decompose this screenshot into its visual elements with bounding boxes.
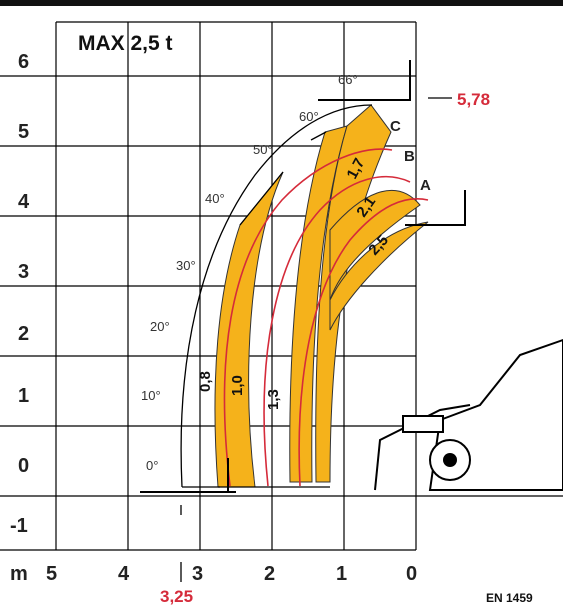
standard-label: EN 1459	[486, 591, 533, 605]
x-tick: 1	[336, 563, 347, 585]
y-tick: 2	[18, 323, 29, 345]
angle-labels: 66° 60° 50° 40° 30° 20° 10° 0°	[141, 72, 358, 473]
chart-title: MAX 2,5 t	[78, 32, 173, 55]
x-tick: 4	[118, 563, 130, 585]
zone-2-5	[329, 221, 429, 331]
y-tick: 6	[18, 51, 29, 73]
x-axis: m 5 4 3 2 1 0	[10, 563, 417, 585]
fork-high	[318, 60, 411, 101]
angle-label: 60°	[299, 109, 319, 124]
y-tick: 4	[18, 191, 30, 213]
top-border	[0, 0, 563, 6]
y-tick: 3	[18, 261, 29, 283]
max-reach-label: 3,25	[160, 587, 193, 606]
capacity-label: 0,8	[197, 371, 214, 392]
curve-label-a: A	[420, 177, 431, 194]
y-tick: -1	[10, 515, 28, 537]
y-axis: 6 5 4 3 2 1 0 -1	[10, 51, 30, 537]
fork-low	[140, 458, 236, 493]
angle-label: 66°	[338, 72, 358, 87]
y-tick: 5	[18, 121, 29, 143]
boom-base	[374, 404, 471, 491]
curve-labels: A B C	[390, 118, 431, 194]
angle-label: 40°	[205, 191, 225, 206]
capacity-label: 1,0	[229, 375, 246, 396]
y-tick: 1	[18, 385, 29, 407]
rated-curves	[223, 148, 429, 487]
x-tick: 5	[46, 563, 57, 585]
capacity-zones	[214, 104, 429, 488]
y-tick: 0	[18, 455, 29, 477]
angle-label: 0°	[146, 458, 158, 473]
telehandler-icon	[402, 338, 563, 491]
zone-1-3	[289, 125, 348, 483]
markers	[180, 97, 452, 582]
x-axis-unit: m	[10, 563, 28, 585]
x-tick: 2	[264, 563, 275, 585]
angle-label: 10°	[141, 388, 161, 403]
fork-reach	[405, 190, 466, 226]
max-height-label: 5,78	[457, 90, 490, 109]
zone-2-1	[329, 189, 421, 301]
angle-label: 20°	[150, 319, 170, 334]
fork-graphics	[140, 60, 471, 493]
capacity-label: 1,3	[265, 389, 282, 410]
curve-label-b: B	[404, 148, 415, 165]
zone-1-7	[315, 104, 392, 483]
curve-label-c: C	[390, 118, 401, 135]
x-tick: 3	[192, 563, 203, 585]
angle-label: 30°	[176, 258, 196, 273]
x-tick: 0	[406, 563, 417, 585]
envelope	[180, 104, 373, 488]
angle-label: 50°	[253, 142, 273, 157]
